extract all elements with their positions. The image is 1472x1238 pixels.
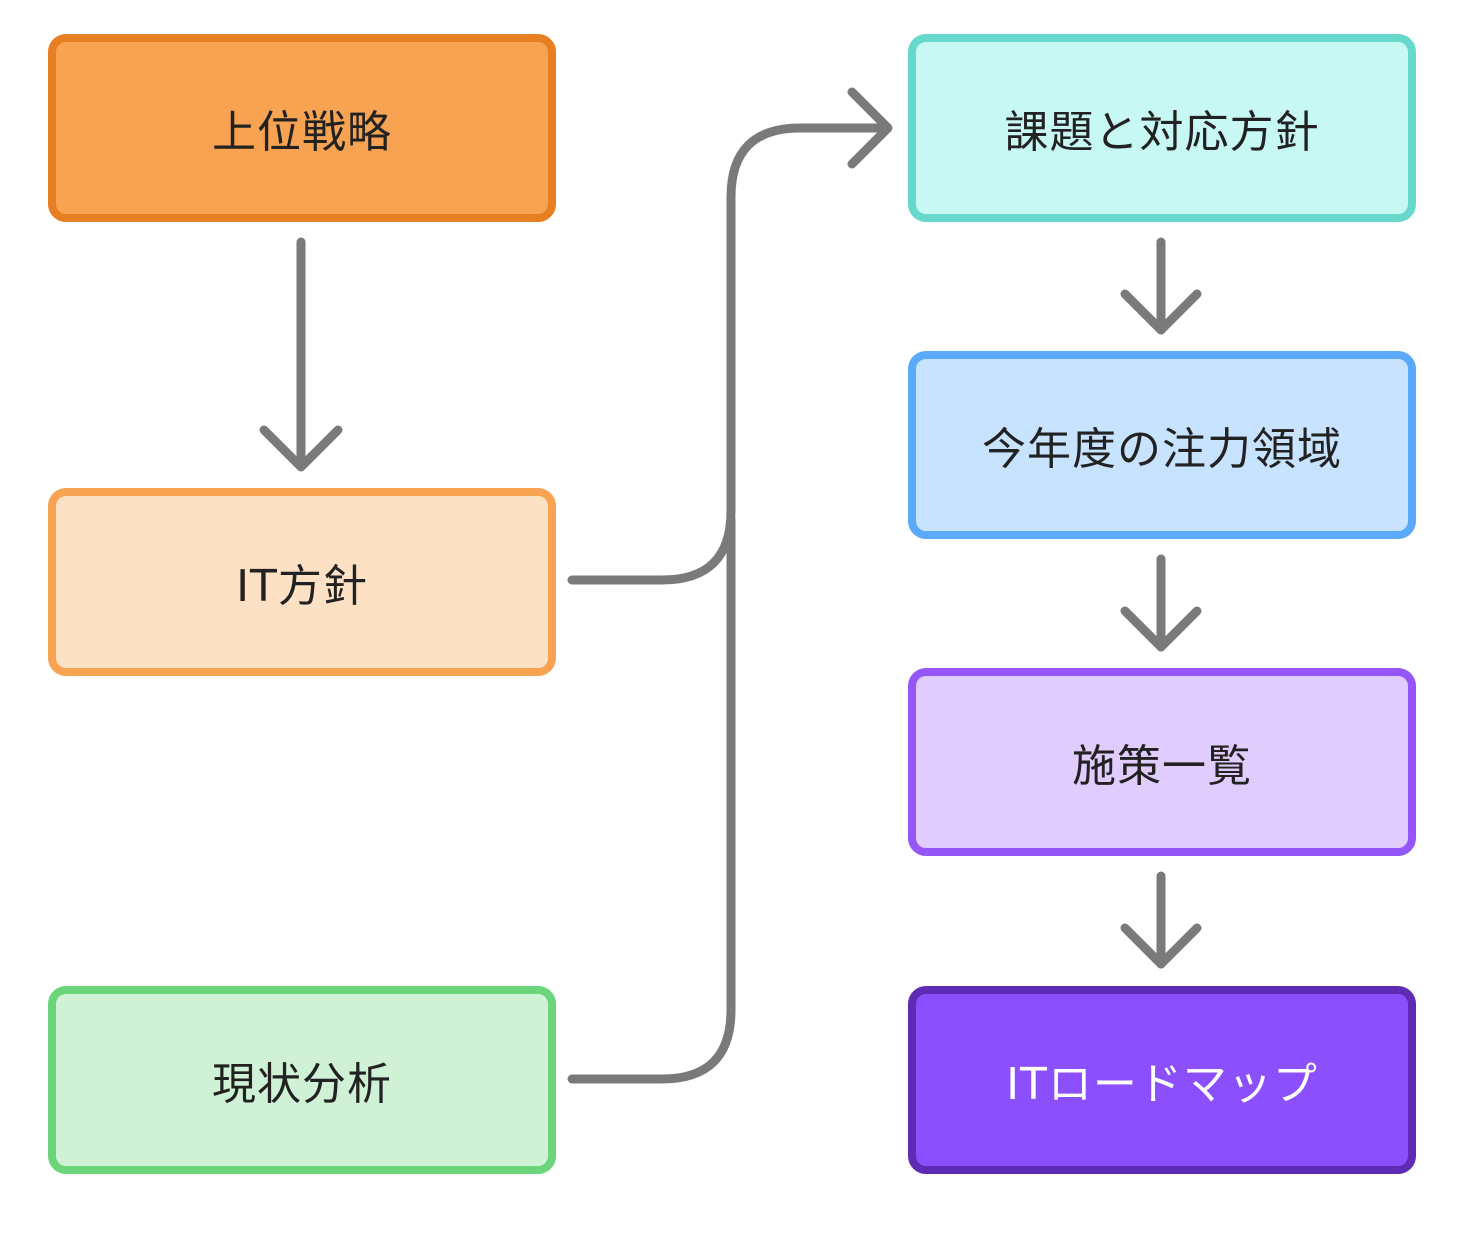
arrowhead-strategy-to-itpolicy <box>259 425 343 472</box>
node-label: 施策一覧 <box>1072 741 1252 792</box>
node-label: IT方針 <box>236 561 368 612</box>
edge-analysis-to-issues <box>567 515 736 1084</box>
node-current-analysis: 現状分析 <box>48 986 556 1174</box>
node-label: 上位戦略 <box>212 107 392 158</box>
node-label: 現状分析 <box>212 1059 392 1110</box>
node-label: 今年度の注力領域 <box>982 424 1342 475</box>
arrowhead-issues-to-focus <box>1120 289 1202 335</box>
node-focus-areas: 今年度の注力領域 <box>908 351 1416 539</box>
node-label: ITロードマップ <box>1006 1059 1318 1110</box>
arrowhead-measures-to-roadmap <box>1120 923 1202 969</box>
node-label: 課題と対応方針 <box>1004 107 1320 158</box>
arrowhead-focus-to-measures <box>1120 606 1202 652</box>
node-upper-strategy: 上位戦略 <box>48 34 556 222</box>
node-measures-list: 施策一覧 <box>908 668 1416 856</box>
node-it-roadmap: ITロードマップ <box>908 986 1416 1174</box>
node-it-policy: IT方針 <box>48 488 556 676</box>
node-issues-and-response: 課題と対応方針 <box>908 34 1416 222</box>
edge-itpolicy-to-issues <box>567 123 891 585</box>
arrowhead-into-issues <box>847 87 893 169</box>
